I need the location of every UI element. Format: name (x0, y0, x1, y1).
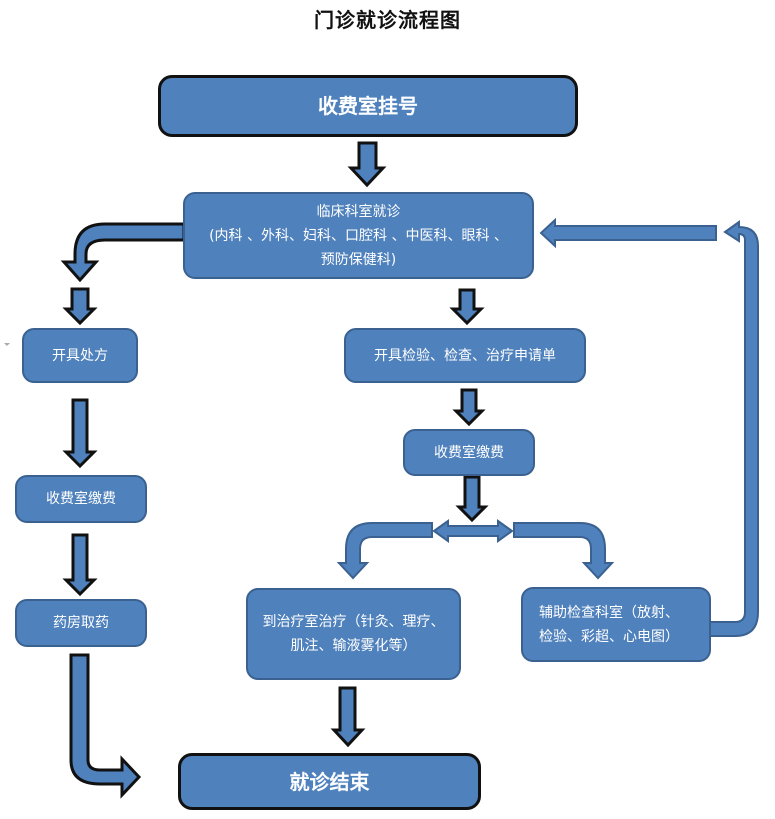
arrow-down-prescription-to-payment (62, 398, 98, 469)
node-payment-left-label: 收费室缴费 (46, 491, 116, 507)
node-prescription-label: 开具处方 (52, 347, 108, 364)
node-treatment-line1: 到治疗室治疗（针灸、理疗、 (262, 614, 445, 630)
arrow-bent-pharmacy-to-end (69, 653, 142, 799)
node-prescription[interactable]: 开具处方 (22, 328, 138, 383)
node-clinic-visit-line2: (内科 、外科、妇科、口腔科 、中医科、眼科 、 (209, 227, 508, 244)
node-payment-right-label: 收费室缴费 (434, 444, 504, 461)
stray-marker (4, 343, 10, 346)
node-auxiliary[interactable]: 辅助检查科室（放射、 检验、彩超、心电图） (521, 587, 711, 662)
node-registration[interactable]: 收费室挂号 (158, 75, 578, 137)
node-payment-right[interactable]: 收费室缴费 (403, 429, 535, 476)
diagram-title: 门诊就诊流程图 (314, 8, 461, 32)
node-test-request[interactable]: 开具检验、检查、治疗申请单 (344, 328, 586, 383)
node-clinic-visit-line3: 预防保健科) (320, 251, 397, 268)
arrow-down-to-prescription (62, 287, 98, 326)
node-pharmacy-label: 药房取药 (53, 615, 109, 631)
arrow-return-auxiliary-to-clinic (709, 220, 759, 637)
node-clinic-visit-line1: 临床科室就诊 (316, 203, 401, 220)
arrow-down-payment-to-split (455, 475, 489, 523)
node-test-request-label: 开具检验、检查、治疗申请单 (374, 347, 556, 364)
arrow-down-treatment-to-end (330, 686, 366, 748)
arrow-down-payment-to-pharmacy (62, 533, 98, 597)
node-pharmacy[interactable]: 药房取药 (15, 599, 147, 647)
arrow-return-into-clinic (539, 217, 717, 249)
node-registration-label: 收费室挂号 (318, 94, 418, 118)
arrow-down-request-to-payment (452, 388, 486, 427)
node-clinic-visit[interactable]: 临床科室就诊 (内科 、外科、妇科、口腔科 、中医科、眼科 、 预防保健科) (183, 192, 534, 279)
node-treatment-line2: 肌注、输液雾化等） (290, 638, 417, 654)
arrow-curve-to-treatment (336, 522, 433, 580)
arrow-bent-clinic-to-left (60, 222, 186, 283)
arrow-down-registration-to-clinic (347, 141, 387, 188)
node-end[interactable]: 就诊结束 (178, 753, 481, 810)
node-end-label: 就诊结束 (289, 769, 370, 794)
node-treatment[interactable]: 到治疗室治疗（针灸、理疗、 肌注、输液雾化等） (246, 588, 461, 680)
node-auxiliary-line1: 辅助检查科室（放射、 (539, 604, 679, 621)
arrow-down-clinic-to-request (449, 288, 485, 326)
node-auxiliary-line2: 检验、彩超、心电图） (539, 628, 679, 645)
arrow-double-split (432, 519, 514, 543)
node-payment-left[interactable]: 收费室缴费 (15, 475, 147, 523)
arrow-curve-to-auxiliary (513, 522, 615, 580)
